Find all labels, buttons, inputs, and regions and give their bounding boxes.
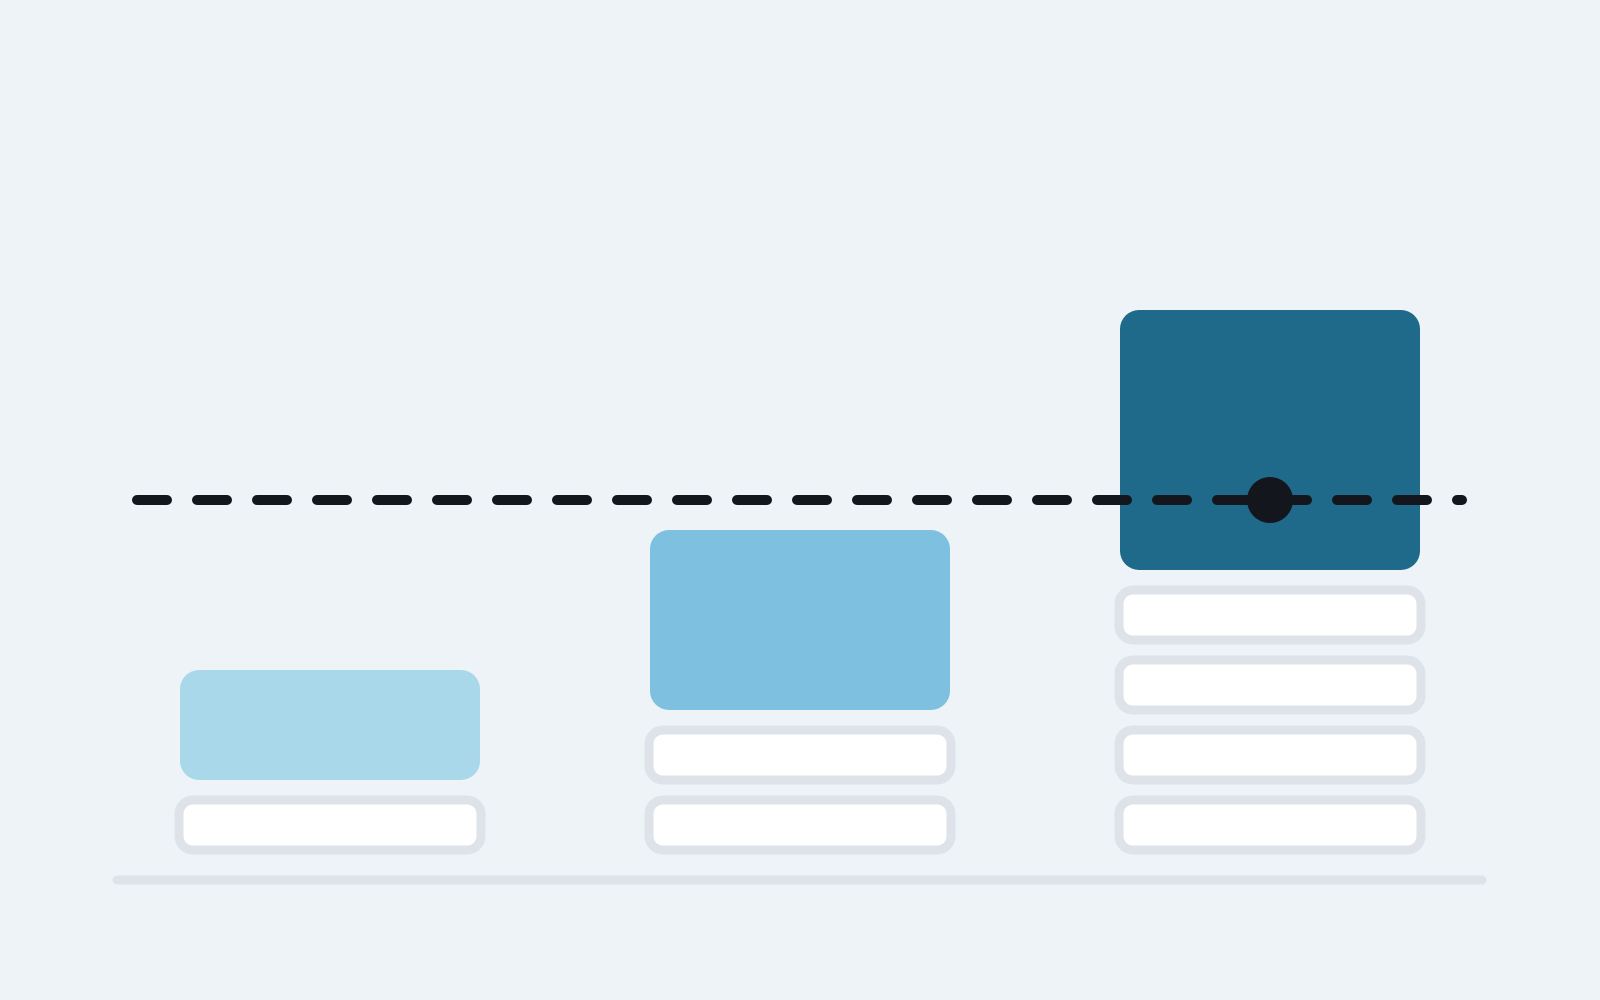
slot-placeholder	[1114, 585, 1426, 645]
slot-placeholder	[1114, 795, 1426, 855]
slot-placeholder	[174, 795, 486, 855]
slot-placeholder	[1114, 655, 1426, 715]
filled-circle-icon	[1247, 477, 1293, 523]
level-block-3	[1120, 310, 1420, 570]
slot-placeholder	[644, 725, 956, 785]
level-block-1	[180, 670, 480, 780]
level-block-2	[650, 530, 950, 710]
slot-placeholder	[644, 795, 956, 855]
slot-placeholder	[1114, 725, 1426, 785]
